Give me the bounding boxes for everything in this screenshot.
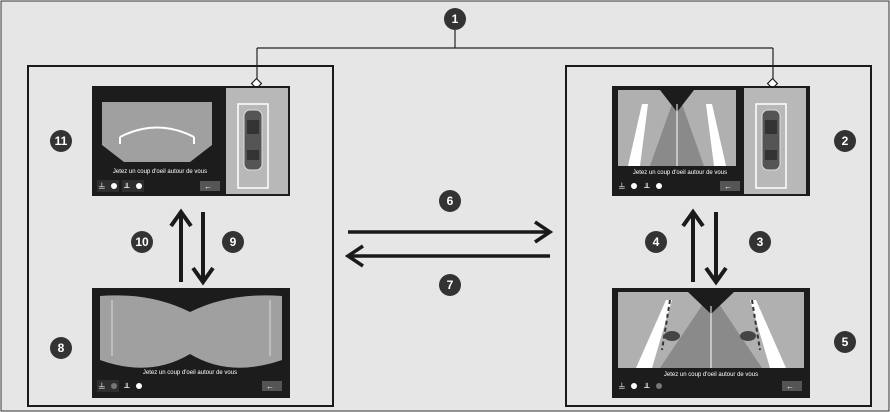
screen-bottom-right: Jetez un coup d'oeil autour de vous ╧ ╨ … [612, 288, 810, 398]
left-panel [27, 65, 334, 407]
screen-top-left: Jetez un coup d'oeil autour de vous ╧ ╨ … [92, 86, 290, 196]
callout-4: 4 [645, 231, 667, 253]
svg-text:11: 11 [55, 134, 68, 148]
svg-text:╧: ╧ [618, 382, 625, 392]
front-camera-icon[interactable]: ╧ [618, 182, 637, 192]
exit-arrow-icon[interactable]: ← [200, 181, 220, 191]
front-camera-icon[interactable]: ╧ [97, 180, 119, 192]
connector-marker-right [766, 77, 779, 90]
svg-text:2: 2 [842, 134, 849, 148]
svg-text:3: 3 [757, 235, 764, 249]
svg-text:╨: ╨ [123, 382, 130, 392]
svg-text:8: 8 [58, 341, 65, 355]
arrow-down-right [704, 212, 728, 286]
rear-camera-icon[interactable]: ╨ [122, 180, 144, 192]
svg-text:7: 7 [447, 278, 454, 292]
callout-8: 8 [50, 337, 72, 359]
svg-text:╧: ╧ [618, 182, 625, 192]
exit-arrow-icon[interactable]: ← [782, 381, 802, 391]
rear-camera-icon[interactable]: ╨ [643, 182, 662, 192]
svg-text:←: ← [724, 182, 732, 191]
svg-text:6: 6 [447, 194, 454, 208]
exit-arrow-icon[interactable]: ← [262, 381, 282, 391]
svg-text:←: ← [786, 382, 794, 391]
callout-10: 10 [131, 231, 153, 253]
callout-1-connector [256, 30, 774, 82]
rear-camera-icon[interactable]: ╨ [123, 382, 142, 392]
svg-text:1: 1 [452, 12, 459, 26]
callout-3: 3 [749, 231, 771, 253]
callout-1: 1 [444, 8, 466, 30]
screen-caption: Jetez un coup d'oeil autour de vous [113, 169, 207, 175]
svg-text:╨: ╨ [643, 182, 650, 192]
svg-text:╧: ╧ [98, 182, 105, 192]
svg-text:4: 4 [653, 235, 660, 249]
callout-9: 9 [222, 231, 244, 253]
right-panel [565, 65, 872, 407]
arrow-up-right [681, 208, 705, 282]
top-down-camera-view [102, 102, 212, 162]
arrow-left-middle [344, 244, 550, 268]
guide-stripe-right [750, 300, 786, 368]
bumper-guide-line [119, 126, 195, 138]
screen-top-right: Jetez un coup d'oeil autour de vous ╧ ╨ … [612, 86, 810, 196]
front-camera-icon[interactable]: ╧ [97, 380, 119, 392]
screen-caption: Jetez un coup d'oeil autour de vous [664, 372, 758, 378]
svg-text:╧: ╧ [98, 382, 105, 392]
screen-caption: Jetez un coup d'oeil autour de vous [143, 370, 237, 376]
arrow-up-left [169, 208, 193, 282]
exit-arrow-icon[interactable]: ← [720, 181, 740, 191]
guide-stripe-left [628, 104, 648, 166]
svg-text:9: 9 [230, 235, 237, 249]
wide-front-camera-view [100, 295, 282, 368]
arrow-down-left [191, 212, 215, 286]
svg-text:←: ← [204, 182, 212, 191]
callout-6: 6 [439, 190, 461, 212]
screen-caption: Jetez un coup d'oeil autour de vous [633, 170, 727, 176]
callout-5: 5 [834, 331, 856, 353]
rear-camera-icon[interactable]: ╨ [643, 382, 662, 392]
callout-11: 11 [50, 130, 72, 152]
svg-text:10: 10 [135, 235, 149, 249]
front-camera-icon[interactable]: ╧ [618, 382, 637, 392]
screen-bottom-left: Jetez un coup d'oeil autour de vous ╧ ╨ … [92, 288, 290, 398]
svg-text:5: 5 [842, 335, 849, 349]
connector-marker-left [250, 77, 263, 90]
guide-stripe-right [706, 104, 726, 166]
arrow-right-middle [348, 220, 554, 244]
callout-7: 7 [439, 274, 461, 296]
svg-text:╨: ╨ [123, 182, 130, 192]
svg-text:←: ← [266, 382, 274, 391]
svg-text:╨: ╨ [643, 382, 650, 392]
guide-stripe-left [636, 300, 672, 368]
callout-2: 2 [834, 130, 856, 152]
